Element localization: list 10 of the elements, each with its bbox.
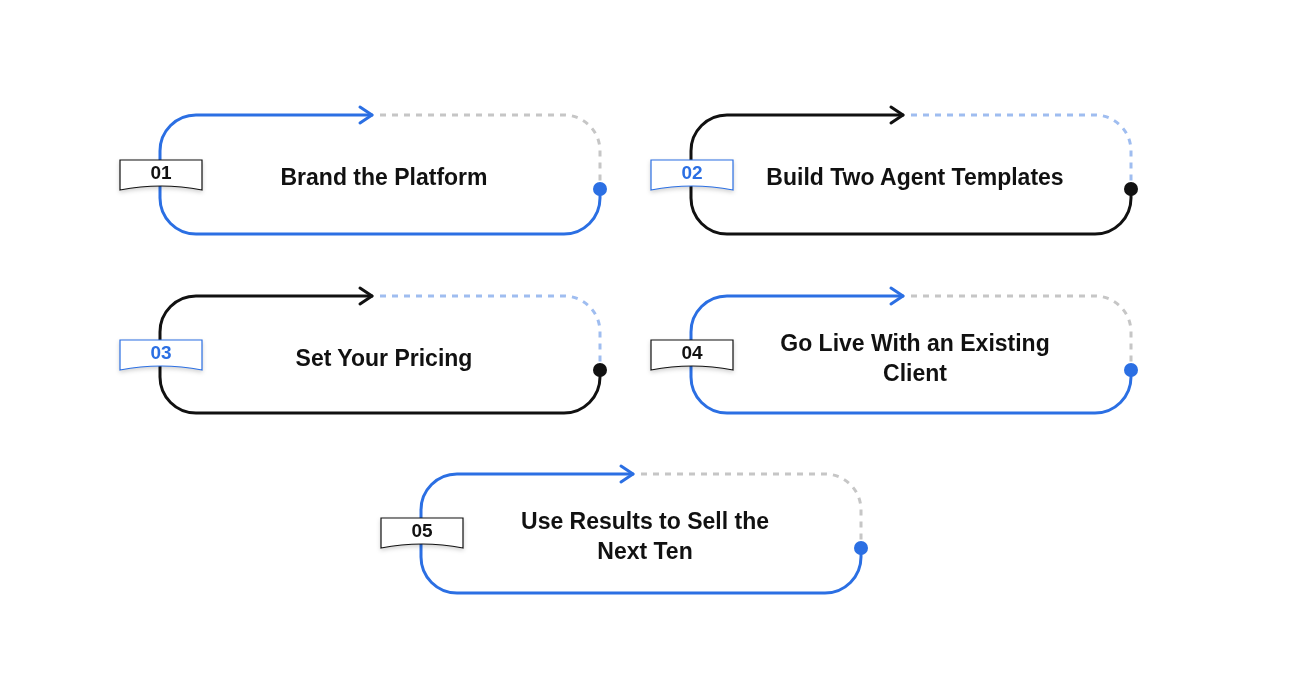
step-title: Build Two Agent Templates (766, 163, 1064, 192)
step-title: Brand the Platform (280, 163, 488, 192)
step-number-tag: 03 (119, 339, 203, 371)
step-title: Set Your Pricing (295, 344, 473, 373)
step-number-tag: 04 (650, 339, 734, 371)
step-number-tag: 02 (650, 159, 734, 191)
step-title: Use Results to Sell the Next Ten (520, 507, 770, 566)
step-number-tag: 01 (119, 159, 203, 191)
step-number-tag: 05 (380, 517, 464, 549)
step-title: Go Live With an Existing Client (779, 329, 1051, 388)
